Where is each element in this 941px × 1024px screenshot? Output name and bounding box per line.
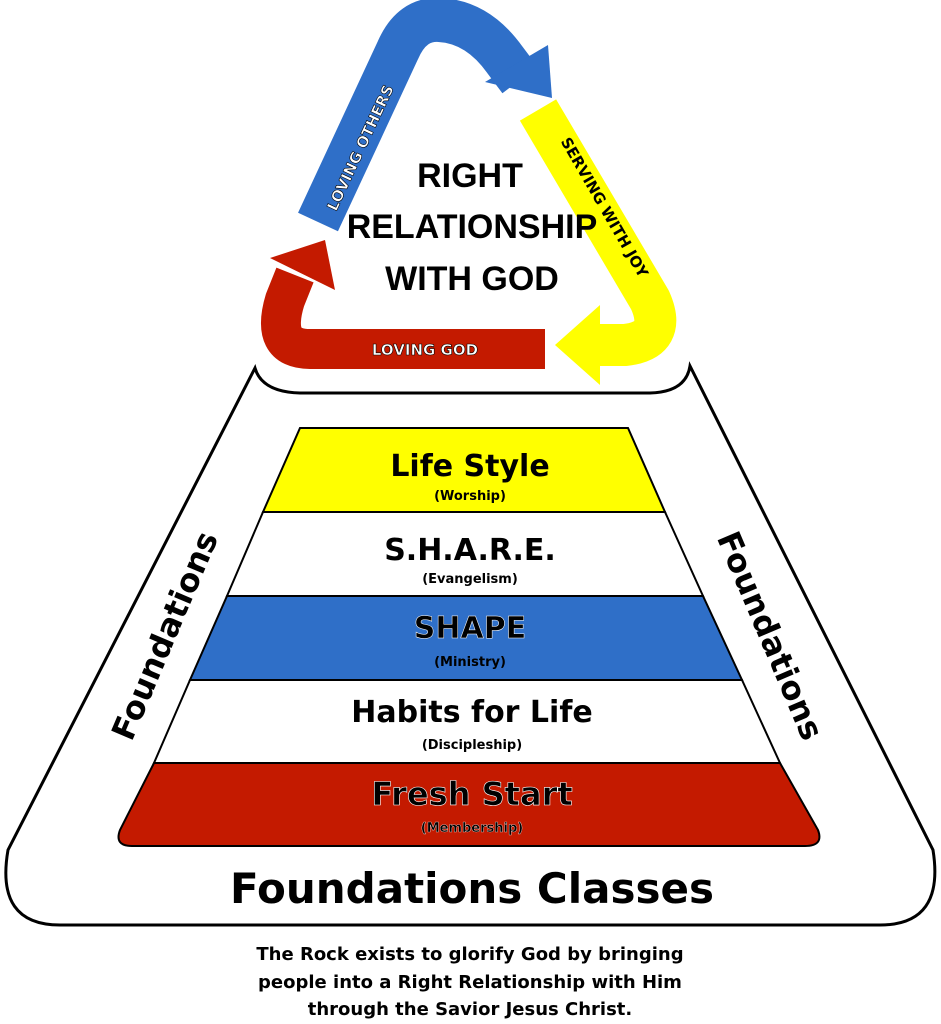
yellow-arrow — [519, 99, 677, 385]
mission-line: through the Savior Jesus Christ. — [308, 999, 633, 1020]
center-line: RIGHT — [417, 157, 523, 195]
band-subtitle: (Membership) — [421, 821, 523, 836]
red-arrow — [261, 240, 545, 369]
band-subtitle: (Worship) — [434, 489, 506, 504]
band-subtitle: (Discipleship) — [422, 738, 522, 753]
mission-statement: The Rock exists to glorify God by bringi… — [256, 944, 683, 1020]
blue-arrow — [298, 0, 552, 232]
mission-line: The Rock exists to glorify God by bringi… — [256, 944, 683, 965]
band-title: Fresh Start — [371, 775, 572, 813]
band-title: S.H.A.R.E. — [384, 533, 556, 568]
center-line: RELATIONSHIP — [347, 208, 598, 246]
center-line: WITH GOD — [385, 260, 559, 298]
band-title: Life Style — [390, 449, 549, 484]
band-fresh-start — [117, 762, 821, 847]
center-title: RIGHT RELATIONSHIP WITH GOD — [347, 157, 598, 298]
band-title: SHAPE — [414, 611, 526, 646]
band-subtitle: (Ministry) — [434, 655, 506, 670]
band-title: Habits for Life — [351, 695, 592, 730]
band-subtitle: (Evangelism) — [422, 572, 518, 587]
footer-title: Foundations Classes — [230, 864, 714, 913]
mission-line: people into a Right Relationship with Hi… — [258, 972, 682, 993]
arrow-label-loving-god: LOVING GOD — [372, 341, 478, 359]
